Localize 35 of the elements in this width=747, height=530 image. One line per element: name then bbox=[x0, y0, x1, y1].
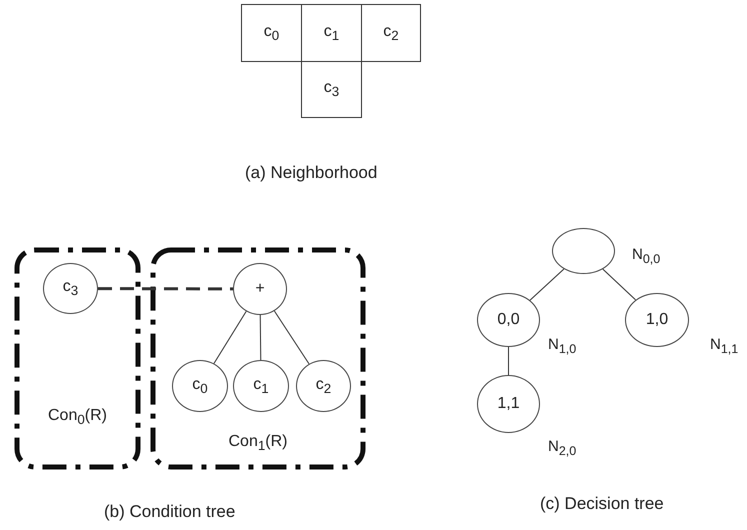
node-label: c$_{3}$ bbox=[324, 79, 340, 100]
grid-cell bbox=[361, 4, 421, 62]
panel-caption: (b) Condition tree bbox=[104, 502, 236, 522]
connector-line bbox=[529, 268, 564, 301]
node-label: 0,0 bbox=[497, 311, 520, 329]
node-label: 1,0 bbox=[646, 311, 668, 329]
grid-cell bbox=[241, 4, 302, 62]
group-label: Con$_{0}$(R) bbox=[47, 407, 108, 428]
dashed-connector bbox=[98, 287, 233, 290]
node-label: c$_{0}$ bbox=[192, 376, 208, 396]
node-caption: N$_{2,0}$ bbox=[548, 438, 576, 458]
node-caption: N$_{1,1}$ bbox=[710, 336, 738, 356]
node-caption: N$_{1,0}$ bbox=[548, 336, 576, 356]
node-label: c$_{3}$ bbox=[62, 278, 78, 299]
dash-dot-group-box bbox=[14, 247, 141, 470]
node-label: c$_{2}$ bbox=[383, 22, 399, 44]
group-label: Con$_{1}$(R) bbox=[228, 433, 288, 454]
node-label: c$_{2}$ bbox=[316, 376, 332, 396]
panel-caption: (a) Neighborhood bbox=[245, 163, 378, 183]
connector-line bbox=[508, 346, 509, 376]
connector-line bbox=[602, 268, 636, 300]
node-label: c$_{1}$ bbox=[324, 22, 340, 44]
connector-line bbox=[260, 314, 262, 360]
node-label: c$_{0}$ bbox=[264, 22, 280, 44]
node-label: 1,1 bbox=[497, 395, 520, 413]
circle-node bbox=[296, 360, 351, 412]
node-label: c$_{1}$ bbox=[253, 376, 269, 396]
connector-line bbox=[274, 310, 310, 364]
panel-caption: (c) Decision tree bbox=[540, 494, 664, 514]
node-label: + bbox=[255, 280, 265, 298]
dash-dot-group-box bbox=[150, 247, 366, 470]
grid-cell bbox=[301, 61, 362, 118]
circle-node bbox=[233, 263, 287, 315]
connector-line bbox=[213, 310, 247, 364]
node-caption: N$_{0,0}$ bbox=[632, 246, 660, 266]
